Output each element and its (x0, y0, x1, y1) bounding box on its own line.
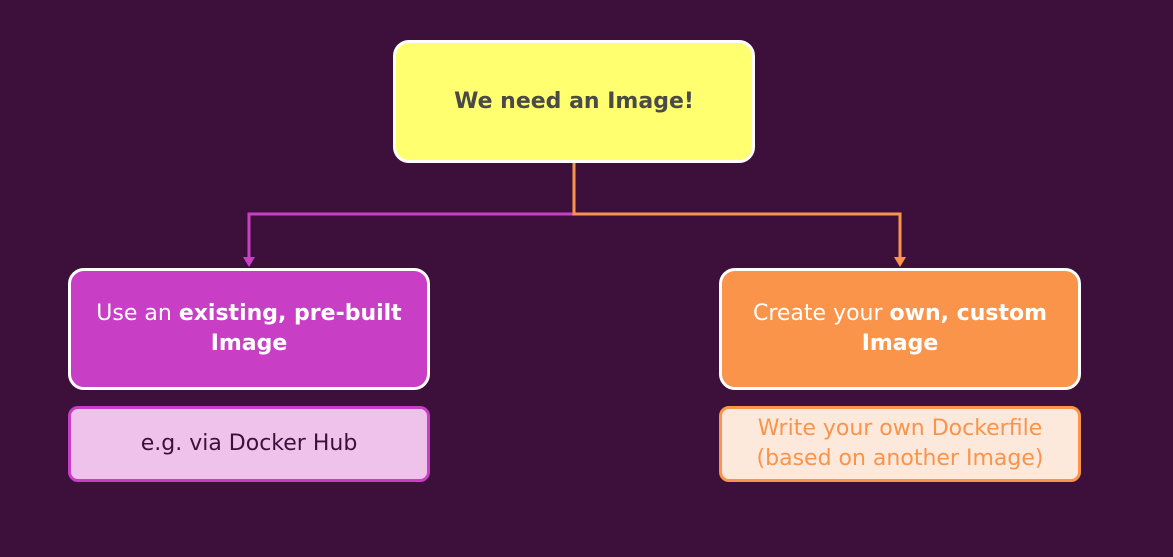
dockerfile-note-line2: (based on another Image) (756, 446, 1044, 471)
existing-image-prefix: Use an (96, 301, 179, 326)
root-label: We need an Image! (454, 88, 694, 114)
root-node: We need an Image! (393, 40, 755, 163)
dockerfile-note: Write your own Dockerfile (based on anot… (719, 406, 1081, 482)
dockerfile-note-line1: Write your own Dockerfile (757, 416, 1043, 441)
existing-image-bold: existing, pre-built Image (178, 301, 402, 356)
custom-image-prefix: Create your (752, 301, 890, 326)
arrow-left-icon (243, 257, 255, 267)
custom-image-bold: own, custom Image (861, 301, 1048, 356)
existing-image-label: Use an existing, pre-built Image (71, 299, 427, 359)
docker-hub-note: e.g. via Docker Hub (68, 406, 430, 482)
custom-image-label: Create your own, custom Image (722, 299, 1078, 359)
custom-image-node: Create your own, custom Image (719, 268, 1081, 390)
connector-right (572, 163, 902, 258)
connector-left (247, 212, 574, 258)
arrow-right-icon (894, 257, 906, 267)
dockerfile-note-label: Write your own Dockerfile (based on anot… (757, 414, 1044, 474)
existing-image-node: Use an existing, pre-built Image (68, 268, 430, 390)
docker-hub-note-label: e.g. via Docker Hub (140, 431, 358, 456)
